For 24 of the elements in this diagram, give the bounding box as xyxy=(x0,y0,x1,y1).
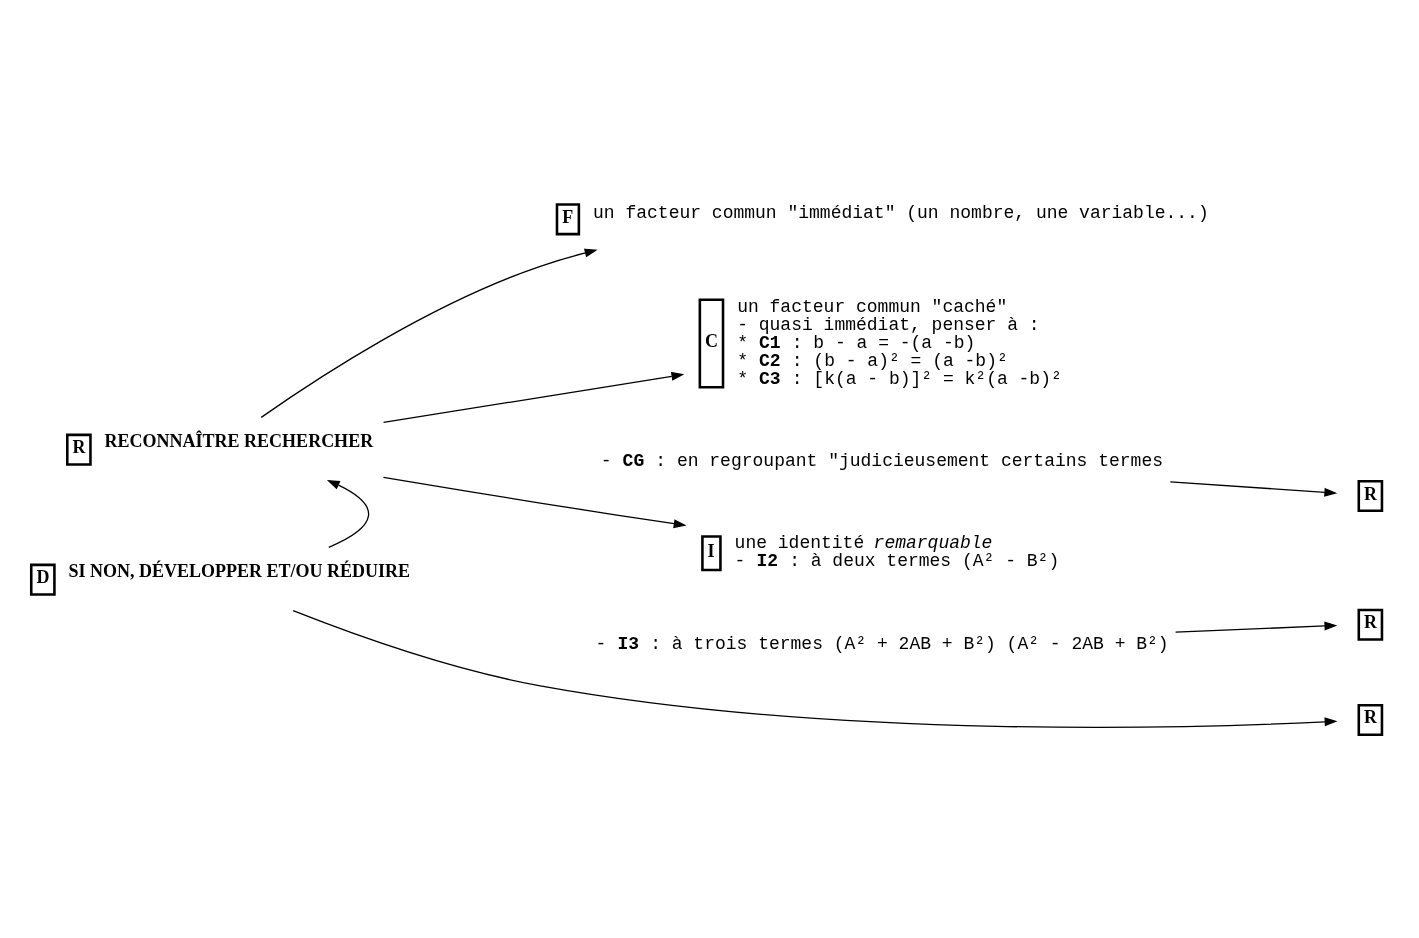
arrow xyxy=(382,476,687,529)
arrow xyxy=(326,479,370,548)
node-box: R xyxy=(66,433,92,466)
node-label: RECONNAÎTRE RECHERCHER xyxy=(104,430,374,451)
node-label: un facteur commun "immédiat" (un nombre, une variable...) xyxy=(593,202,1209,223)
node-box: R xyxy=(1357,608,1384,641)
node-box: I xyxy=(701,535,722,572)
node-box: C xyxy=(698,298,725,389)
arrow xyxy=(382,371,685,424)
node-label: - quasi immédiat, penser à : xyxy=(737,314,1040,335)
node-box: F xyxy=(555,203,581,236)
arrow xyxy=(1175,621,1338,633)
node-text: - I3 : à trois termes (A² + 2AB + B²) (A² - 2AB + B²) xyxy=(595,633,1169,654)
node-label: une identité remarquable xyxy=(734,533,993,554)
arrow xyxy=(1169,481,1338,497)
node-label: SI NON, DÉVELOPPER ET/OU RÉDUIRE xyxy=(68,560,411,581)
node-text: - CG : en regroupant "judicieusement certains termes xyxy=(600,451,1163,472)
node-box: R xyxy=(1357,703,1384,737)
arrow xyxy=(260,248,598,418)
arrow xyxy=(292,610,1338,728)
node-box: R xyxy=(1357,479,1384,513)
node-label: - I2 : à deux termes (A² - B²) xyxy=(734,551,1060,572)
node-label: un facteur commun "caché" xyxy=(737,296,1008,317)
node-box: D xyxy=(29,563,56,596)
